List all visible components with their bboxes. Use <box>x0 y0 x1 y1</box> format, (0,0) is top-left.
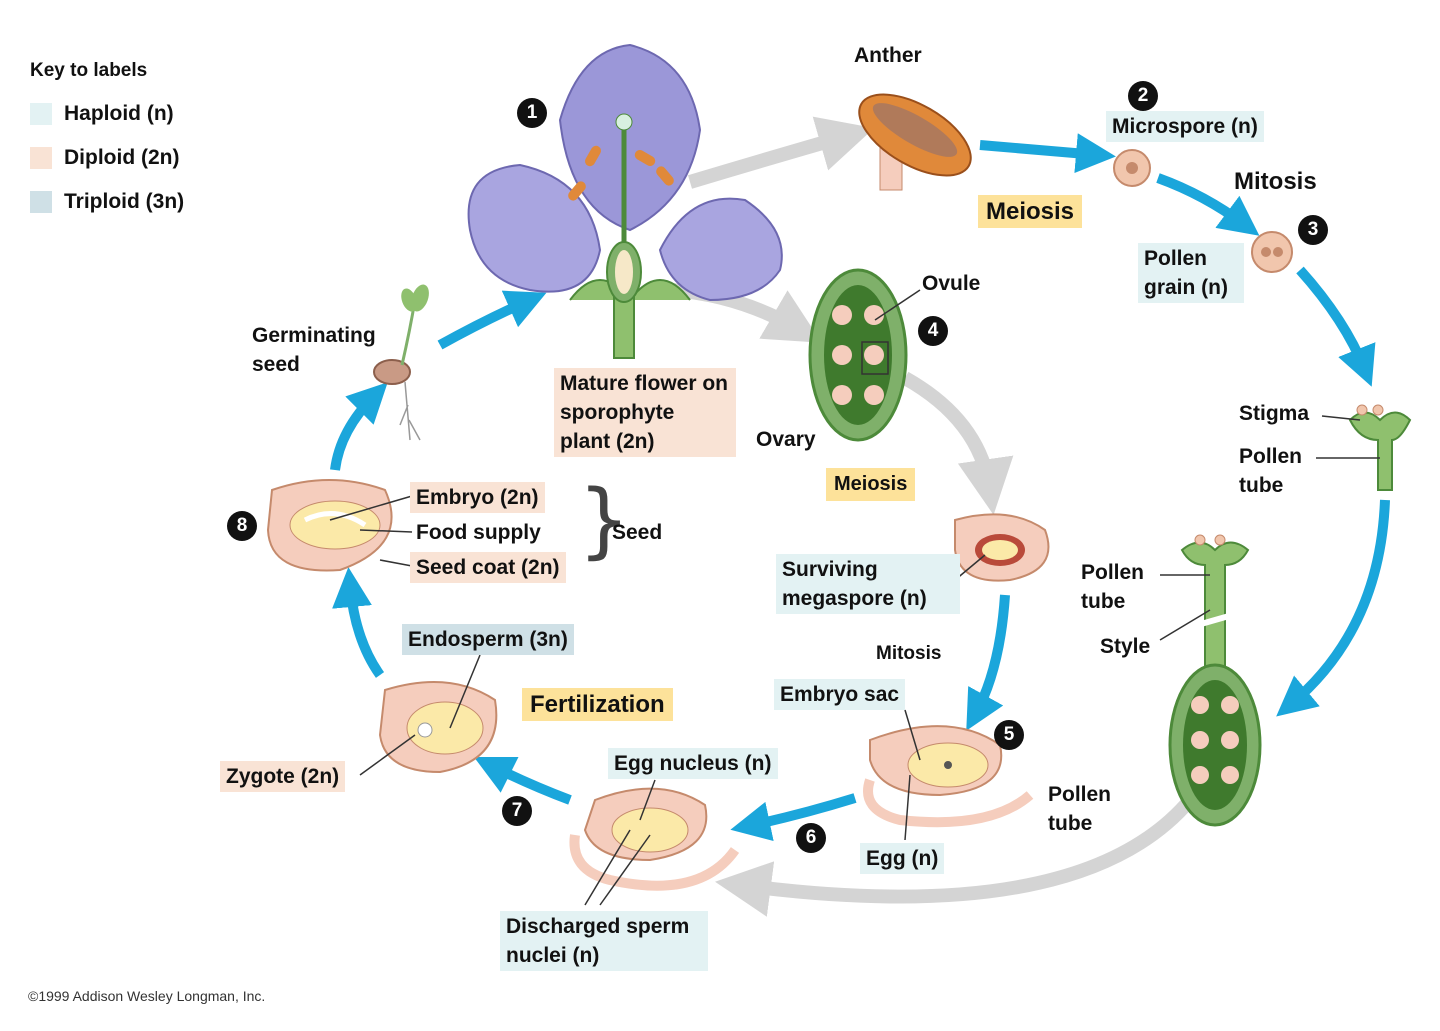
meiosis-stage-label: Meiosis <box>978 195 1083 228</box>
step-1-marker: 1 <box>517 98 547 128</box>
fertilization-stage-label: Fertilization <box>522 688 673 721</box>
arrow-germinating-to-flower <box>437 290 547 350</box>
mature-flower-illustration <box>467 43 783 359</box>
germinating-seed-label: Germinating seed <box>252 324 376 376</box>
pollen-tube-label-middle: Pollen tube <box>1081 561 1145 613</box>
triploid-swatch <box>30 191 52 214</box>
key-diploid: Diploid (2n) <box>30 146 179 170</box>
microspore-label: Microspore (n) <box>1106 111 1264 142</box>
gray-arrows <box>671 116 1196 917</box>
key-haploid: Haploid (n) <box>30 102 174 126</box>
embryo-sac-label: Embryo sac <box>774 679 906 710</box>
embryo-label: Embryo (2n) <box>410 482 545 513</box>
step-6-marker: 6 <box>796 823 826 853</box>
step-4-marker: 4 <box>918 316 948 346</box>
arrow-embryosac-to-sperm <box>730 793 857 842</box>
pollen-tube-label-top: Pollen tube <box>1239 445 1303 497</box>
pollen-grain-illustration <box>1251 231 1293 273</box>
fertilization-ovule-illustration <box>569 787 740 891</box>
step-7-marker: 7 <box>502 796 532 826</box>
mature-flower-label: Mature flower on sporophyte plant (2n) <box>554 368 736 457</box>
zygote-label: Zygote (2n) <box>220 761 346 792</box>
step-3-marker: 3 <box>1298 215 1328 245</box>
germinating-seed-illustration <box>373 284 429 441</box>
stigma-label: Stigma <box>1239 402 1310 425</box>
seed-brace: } <box>578 473 631 568</box>
style-label: Style <box>1100 635 1151 658</box>
arrow-flower-to-anther <box>687 116 875 189</box>
diploid-swatch <box>30 147 52 170</box>
ovule-label: Ovule <box>922 272 981 295</box>
step-2-marker: 2 <box>1128 81 1158 111</box>
key-diploid-label: Diploid (2n) <box>64 146 180 169</box>
copyright-text: ©1999 Addison Wesley Longman, Inc. <box>28 988 266 1004</box>
meiosis-ovule-stage-label: Meiosis <box>826 468 916 501</box>
key-triploid: Triploid (3n) <box>30 190 184 214</box>
embryo-sac-illustration <box>863 725 1034 828</box>
pistil-illustration <box>1168 534 1262 827</box>
ovary-label: Ovary <box>756 428 816 451</box>
mitosis-stage-label: Mitosis <box>1234 168 1317 195</box>
endosperm-label: Endosperm (3n) <box>402 624 574 655</box>
pollen-tube-label-bottom: Pollen tube <box>1048 783 1112 835</box>
arrow-ovary-to-megaspore <box>901 371 1014 515</box>
blue-arrows <box>330 133 1390 842</box>
key-triploid-label: Triploid (3n) <box>64 190 185 213</box>
anther-label: Anther <box>854 44 922 67</box>
key-haploid-label: Haploid (n) <box>64 102 174 125</box>
step-5-marker: 5 <box>994 720 1024 750</box>
food-supply-label: Food supply <box>416 521 541 544</box>
arrow-megaspore-to-embryosac <box>966 594 1010 731</box>
egg-nucleus-label: Egg nucleus (n) <box>608 748 778 779</box>
arrow-flower-to-ovule <box>671 283 822 343</box>
seed-illustration <box>266 479 393 572</box>
seed-label: Seed <box>612 521 663 544</box>
megaspore-ovule-illustration <box>954 513 1050 582</box>
leader-lines <box>329 289 1380 906</box>
arrow-microspore-to-pollen <box>1156 173 1260 236</box>
arrow-stigma-to-ovary <box>1276 499 1390 717</box>
seed-coat-label: Seed coat (2n) <box>410 552 566 583</box>
arrow-pollen-to-stigma <box>1296 266 1376 387</box>
arrow-pollination-to-sperm <box>715 795 1196 917</box>
arrow-zygote-to-seed <box>332 567 385 678</box>
mitosis-embryo-stage-label: Mitosis <box>876 643 942 664</box>
key-title: Key to labels <box>30 60 148 81</box>
arrow-anther-to-microspore <box>979 133 1116 174</box>
zygote-ovule-illustration <box>378 681 498 774</box>
arrow-seed-to-germinating <box>330 382 388 471</box>
pollen-grain-label: Pollen grain (n) <box>1138 243 1244 303</box>
discharged-sperm-label: Discharged sperm nuclei (n) <box>500 911 708 971</box>
surviving-megaspore-label: Surviving megaspore (n) <box>776 554 960 614</box>
step-8-marker: 8 <box>227 511 257 541</box>
egg-label: Egg (n) <box>860 843 945 874</box>
stigma-illustration <box>1348 404 1412 491</box>
ovary-illustration <box>808 268 908 442</box>
anther-illustration <box>858 93 972 191</box>
haploid-swatch <box>30 103 52 126</box>
arrow-sperm-to-zygote <box>473 756 572 805</box>
